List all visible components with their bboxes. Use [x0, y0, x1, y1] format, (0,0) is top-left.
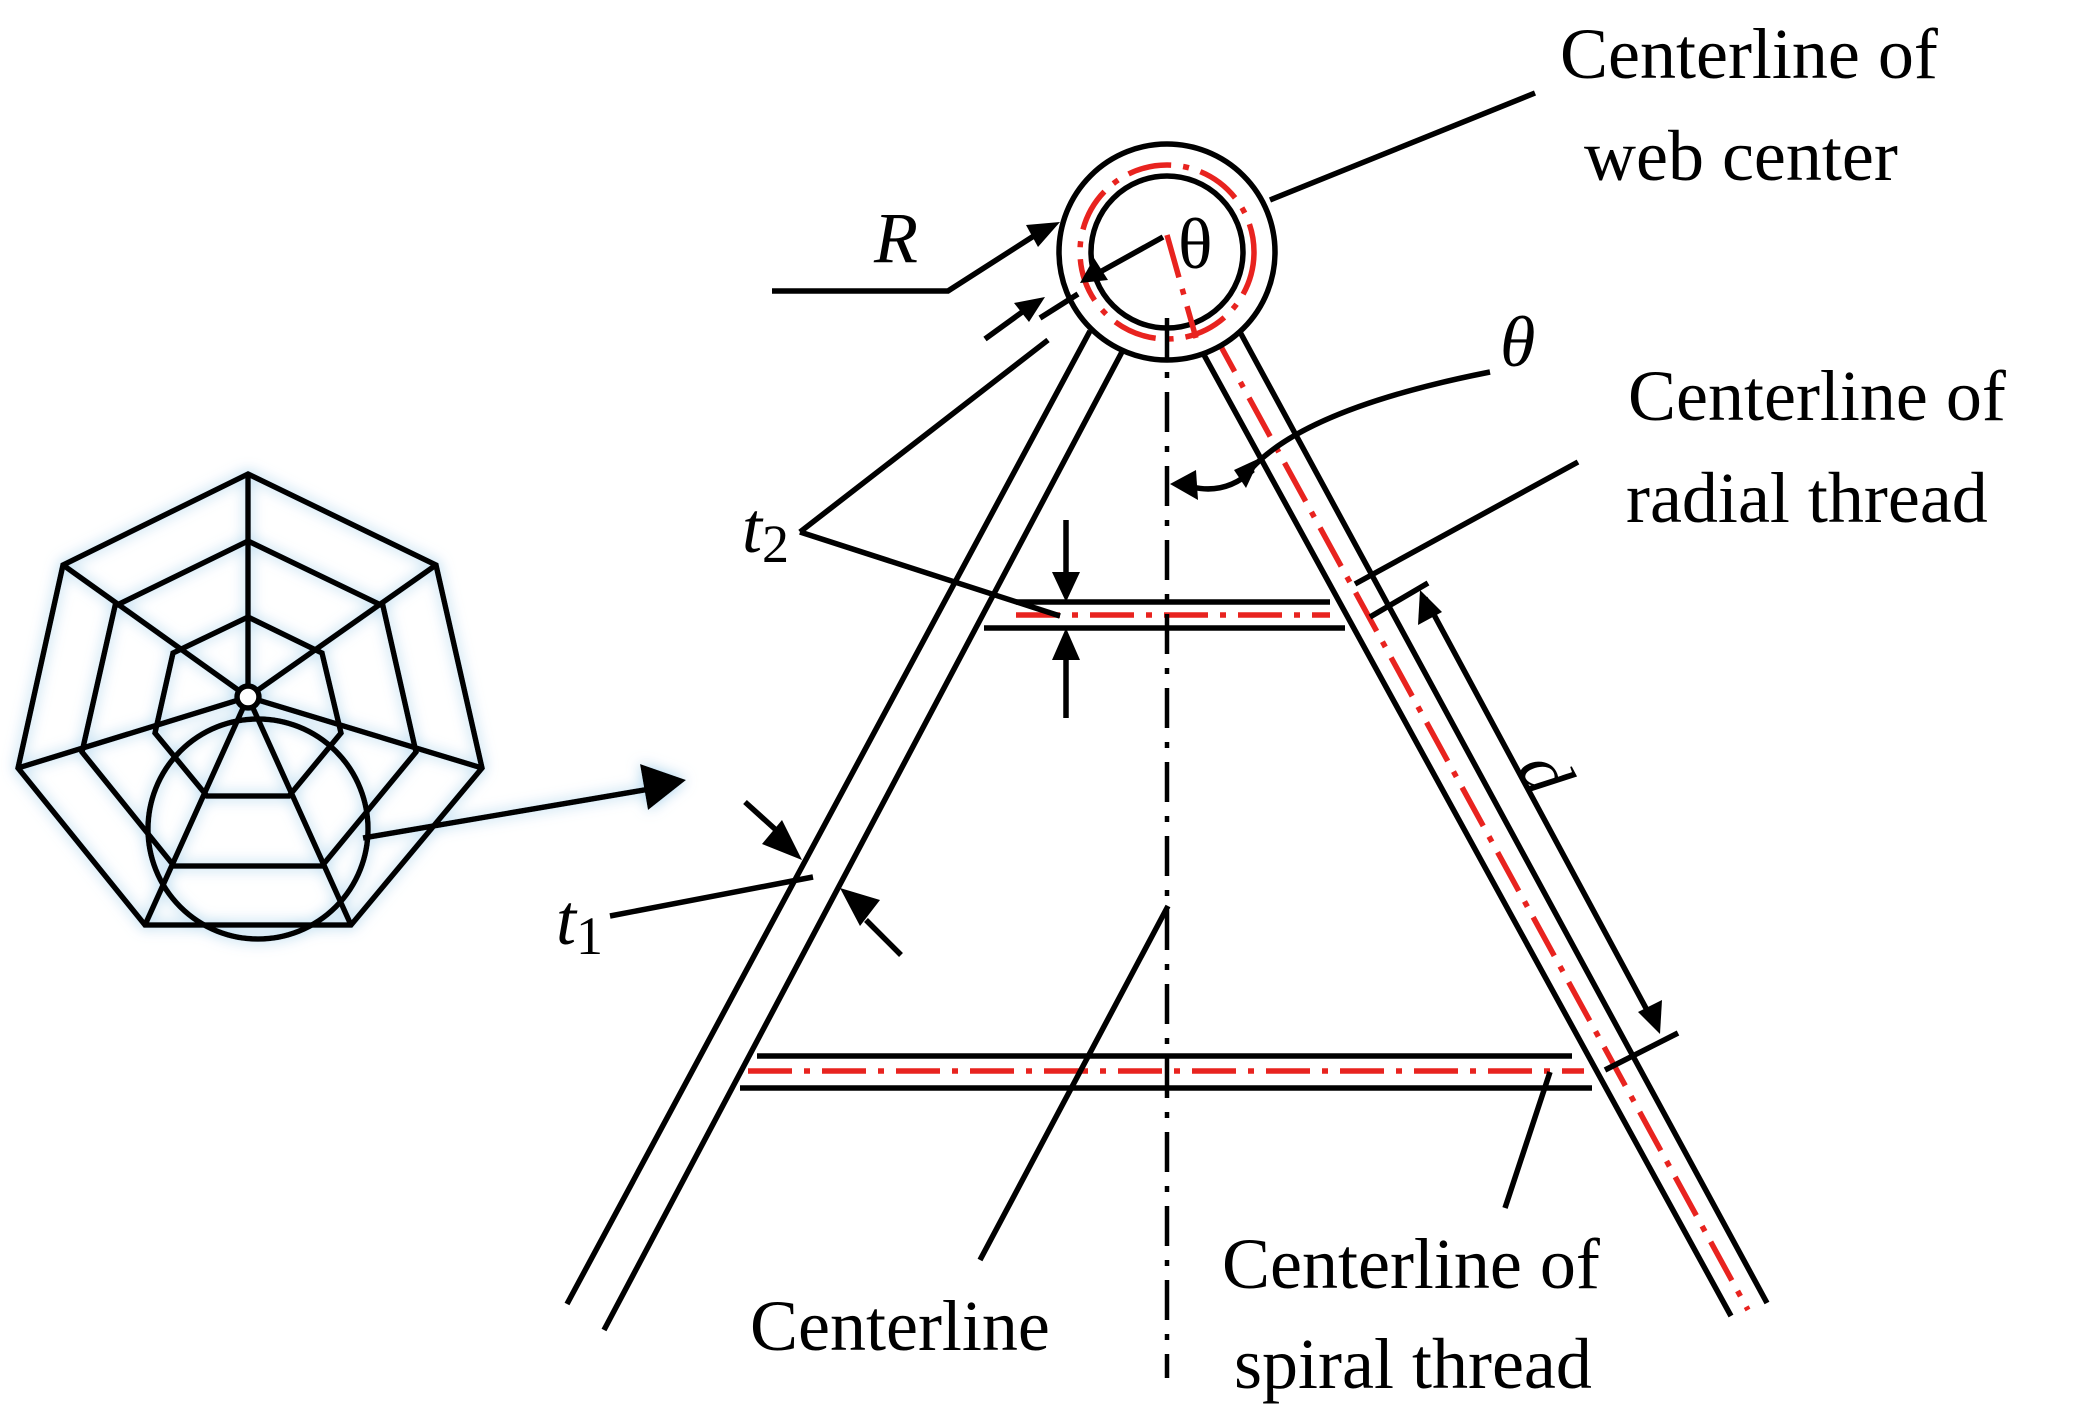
spiral-thread-leader: [1502, 1071, 1553, 1209]
web-radial-threads: [17, 474, 483, 927]
radial-thread-label-line1: Centerline of: [1628, 356, 2006, 436]
theta-angle-leader: [1170, 369, 1491, 500]
d-label: d: [1502, 738, 1590, 808]
web-inner-ring: [152, 613, 344, 799]
web-overview: [15, 470, 686, 942]
web-middle-ring: [79, 537, 419, 869]
theta-top-label: θ: [1178, 204, 1213, 284]
spiral-thread-label-line1: Centerline of: [1222, 1224, 1600, 1304]
radial-thread-label-line2: radial thread: [1626, 458, 1988, 538]
radial-thread-leader: [1353, 459, 1580, 587]
centerline-leader: [977, 904, 1171, 1262]
t1-sub: 1: [576, 906, 603, 966]
t2-base: t: [742, 488, 764, 568]
t1-label: t1: [556, 880, 603, 966]
right-radial-thread: [1175, 266, 1770, 1318]
web-hub: [234, 683, 262, 711]
t2-dimension: [798, 337, 1080, 718]
t1-dimension: [609, 799, 903, 957]
upper-spiral-thread: [984, 599, 1345, 631]
left-radial-thread: [564, 329, 1126, 1332]
magnify-arrow-head: [640, 764, 686, 810]
theta-side-label: θ: [1500, 302, 1535, 382]
R-dimension: [772, 222, 1165, 342]
d-dimension: [1368, 580, 1680, 1073]
t2-sub: 2: [762, 514, 789, 574]
t1-base: t: [556, 880, 578, 960]
web-center: [1056, 141, 1278, 363]
spiral-thread-label-line2: spiral thread: [1234, 1324, 1592, 1404]
t2-label: t2: [742, 488, 789, 574]
magnify-circle: [145, 716, 371, 942]
R-label: R: [873, 198, 918, 278]
web-center-label-line2: web center: [1584, 116, 1898, 196]
web-center-leader: [1268, 90, 1537, 203]
centerline-label: Centerline: [750, 1286, 1050, 1366]
web-center-label-line1: Centerline of: [1560, 14, 1938, 94]
magnified-section: [564, 90, 1770, 1378]
web-outer-ring: [15, 470, 485, 928]
